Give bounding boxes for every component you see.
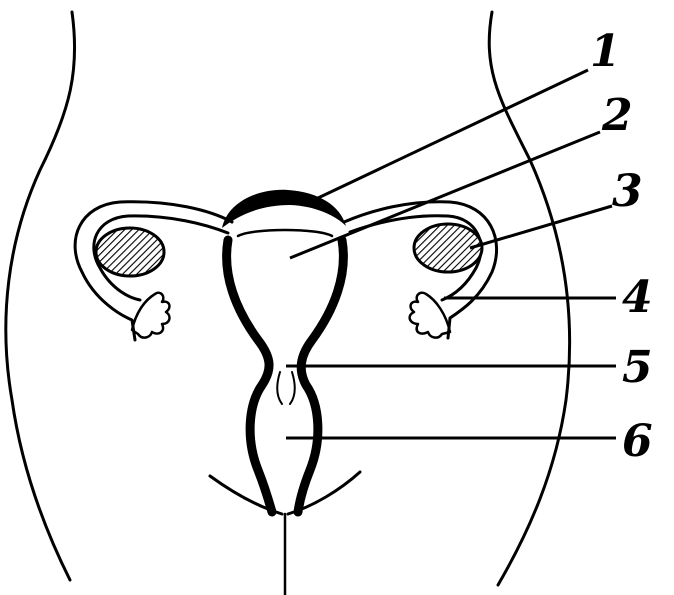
body-outline-left: [6, 12, 75, 580]
label-4: 4: [622, 272, 653, 323]
uterus-wall-left: [227, 240, 272, 512]
label-3: 3: [612, 166, 643, 217]
label-2: 2: [601, 90, 633, 141]
uterus-fundus: [222, 190, 346, 228]
uterus-wall-right: [298, 240, 343, 512]
left-ovary: [96, 228, 164, 276]
uterine-cavity: [238, 230, 332, 236]
label-1: 1: [590, 26, 621, 77]
cervix-inner: [277, 372, 295, 404]
label-5: 5: [622, 342, 653, 393]
label-6: 6: [622, 416, 653, 467]
right-fallopian-tube: [344, 202, 497, 338]
leader-line-1: [318, 70, 588, 198]
